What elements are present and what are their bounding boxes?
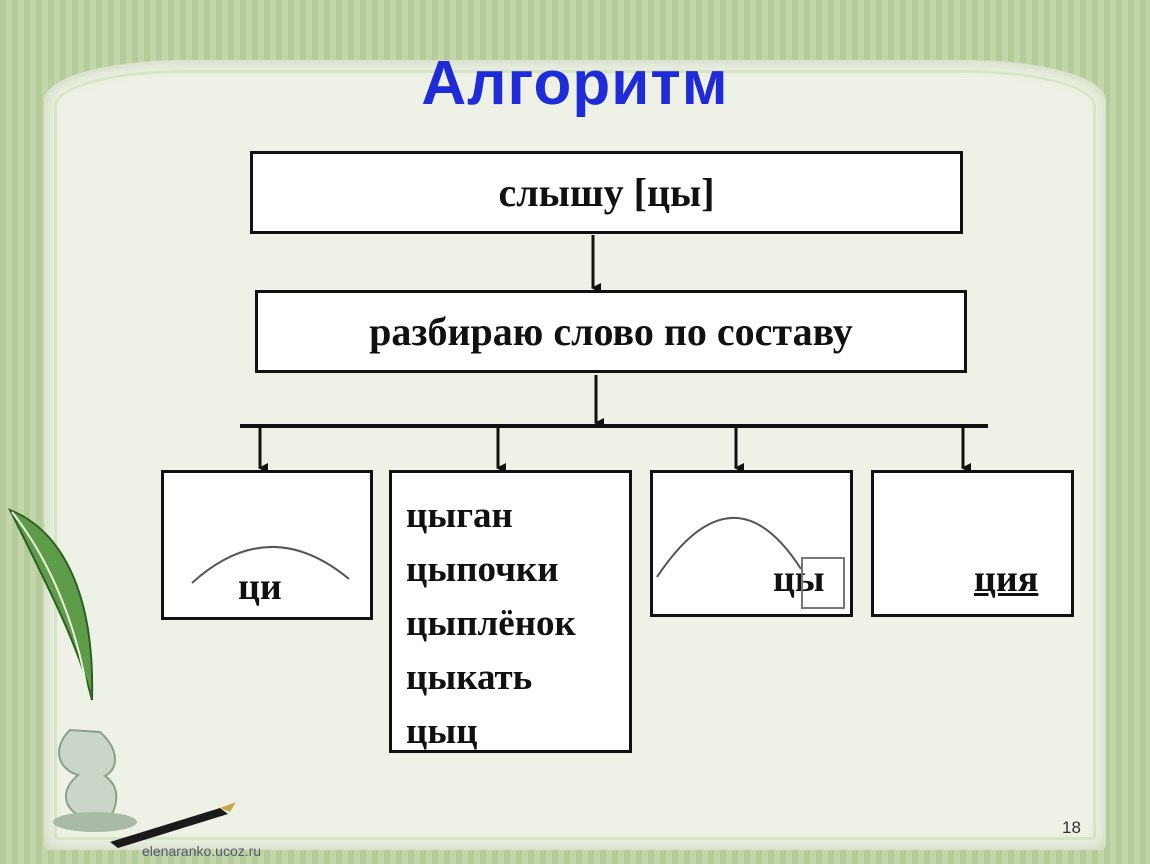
list-item: цыпочки xyxy=(406,549,559,590)
root-label: ци xyxy=(238,566,282,608)
fountain-pen-icon xyxy=(110,802,236,848)
step-hear-tsy-label: слышу [цы] xyxy=(498,170,715,215)
branch-exceptions-box: цыган цыпочки цыплёнок цыкать цыц xyxy=(389,470,632,753)
list-item: цыкать xyxy=(406,657,533,698)
branch-ending-box: цы xyxy=(650,470,853,617)
root-arc-mark xyxy=(656,516,802,578)
branch-root-box: ци xyxy=(161,470,373,620)
site-credit: elenaranko.ucoz.ru xyxy=(142,843,262,859)
step-parse-word-label: разбираю слово по составу xyxy=(369,309,853,354)
ending-label: цы xyxy=(773,558,825,600)
suffix-label: ция xyxy=(974,558,1039,600)
list-item: цыган xyxy=(406,495,513,536)
step-hear-tsy: слышу [цы] xyxy=(250,151,963,234)
ending-mark xyxy=(801,557,845,609)
list-item: цыц xyxy=(406,711,478,752)
branch-suffix-box: ция xyxy=(871,470,1074,617)
list-item: цыплёнок xyxy=(406,603,576,644)
feather-quill-icon xyxy=(7,508,137,832)
slide-title: Алгоритм xyxy=(421,49,729,118)
page-number: 18 xyxy=(1062,818,1081,837)
exception-word-list: цыган цыпочки цыплёнок цыкать цыц xyxy=(406,489,576,759)
step-parse-word: разбираю слово по составу xyxy=(255,290,967,373)
root-arc-mark xyxy=(191,546,350,584)
